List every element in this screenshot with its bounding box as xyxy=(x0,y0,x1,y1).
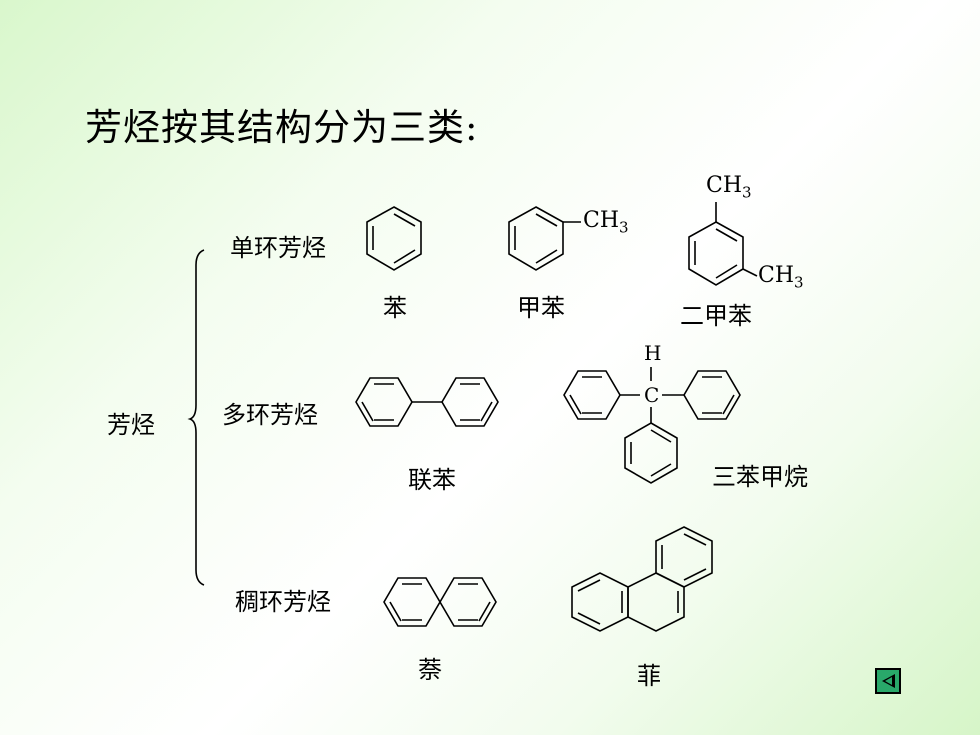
category-label-fused: 稠环芳烃 xyxy=(235,588,331,616)
back-button[interactable] xyxy=(875,668,901,694)
compound-name-toluene: 甲苯 xyxy=(517,294,565,322)
compound-name-xylene: 二甲苯 xyxy=(680,302,752,330)
root-label: 芳烃 xyxy=(107,411,155,439)
atom-carbon: C xyxy=(644,383,660,407)
toluene-structure xyxy=(508,206,581,271)
benzene-structure xyxy=(366,206,422,271)
compound-name-benzene: 苯 xyxy=(383,294,407,322)
category-label-monocyclic: 单环芳烃 xyxy=(230,234,326,262)
category-brace xyxy=(187,249,205,586)
back-triangle-inner xyxy=(885,677,892,685)
compound-name-phenanthrene: 菲 xyxy=(637,662,661,690)
slide-title: 芳烃按其结构分为三类: xyxy=(85,106,479,149)
xylene-methyl-group-top: CH3 xyxy=(706,173,752,202)
xylene-structure xyxy=(688,202,758,286)
compound-name-naphthalene: 萘 xyxy=(418,656,442,684)
naphthalene-structure xyxy=(383,577,497,627)
biphenyl-structure xyxy=(355,377,499,427)
phenanthrene-structure xyxy=(571,526,713,632)
triphenylmethane-structure xyxy=(563,367,741,484)
toluene-methyl-group: CH3 xyxy=(583,208,629,237)
compound-name-triphenylmethane: 三苯甲烷 xyxy=(712,463,808,491)
xylene-methyl-group-bottom: CH3 xyxy=(758,263,804,292)
atom-hydrogen: H xyxy=(644,341,662,365)
compound-name-biphenyl: 联苯 xyxy=(408,466,456,494)
category-label-polycyclic: 多环芳烃 xyxy=(222,401,318,429)
